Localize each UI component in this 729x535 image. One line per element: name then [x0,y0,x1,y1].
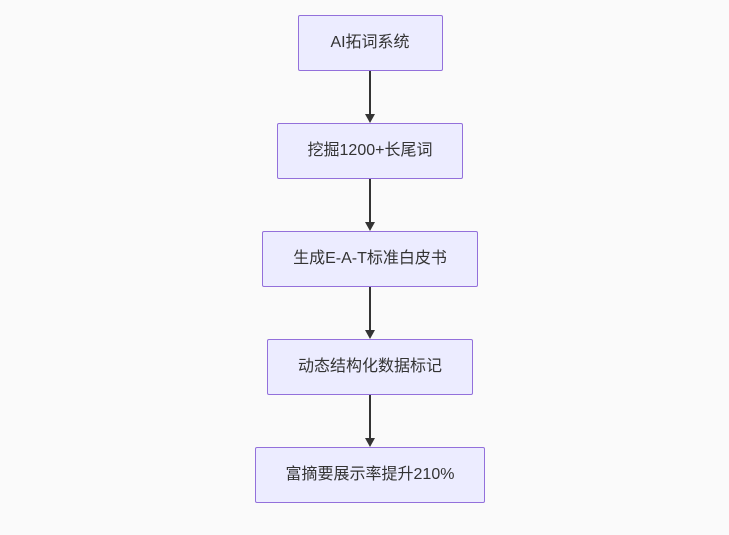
flow-edge-2 [365,179,375,231]
flowchart-canvas: AI拓词系统 挖掘1200+长尾词 生成E-A-T标准白皮书 动态结构化数据标记… [254,15,486,503]
flowchart-node-ai-keyword-system: AI拓词系统 [297,15,443,71]
flowchart-node-longtail-mining: 挖掘1200+长尾词 [276,123,464,179]
arrowhead-down-icon [365,438,375,447]
node-label: 挖掘1200+长尾词 [307,142,433,159]
edge-line [369,287,371,331]
edge-line [369,71,371,115]
flow-edge-3 [365,287,375,339]
arrowhead-down-icon [365,114,375,123]
node-label: 生成E-A-T标准白皮书 [293,250,447,267]
flowchart-node-eat-whitepaper: 生成E-A-T标准白皮书 [262,231,478,287]
flow-edge-4 [365,395,375,447]
edge-line [369,395,371,439]
flow-edge-1 [365,71,375,123]
flowchart-node-rich-snippet-result: 富摘要展示率提升210% [254,447,486,503]
node-label: AI拓词系统 [330,34,410,51]
arrowhead-down-icon [365,222,375,231]
arrowhead-down-icon [365,330,375,339]
flowchart-node-structured-data-markup: 动态结构化数据标记 [266,339,473,395]
node-label: 动态结构化数据标记 [297,358,442,375]
edge-line [369,179,371,223]
node-label: 富摘要展示率提升210% [285,466,455,483]
